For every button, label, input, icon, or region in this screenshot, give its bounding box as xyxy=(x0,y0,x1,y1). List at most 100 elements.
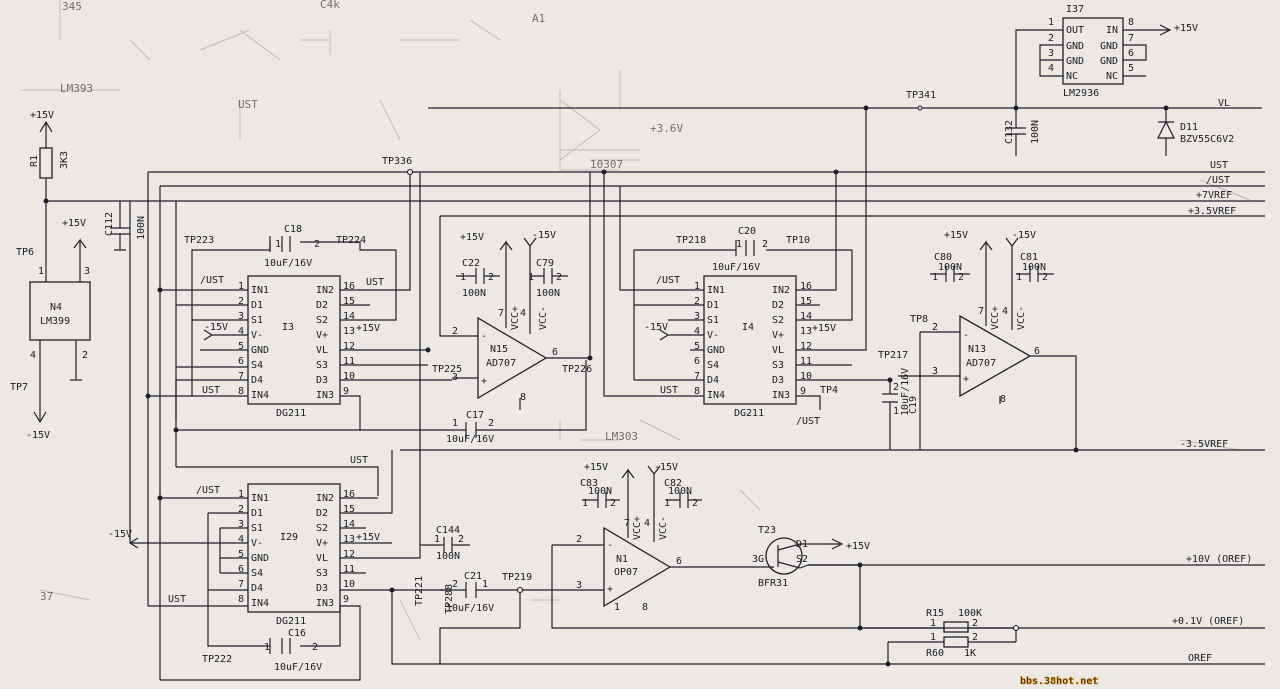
n1-pin: 7 xyxy=(624,518,630,529)
tp222: TP222 xyxy=(202,654,232,665)
i3-num: 7 xyxy=(238,371,244,382)
n15-pin: 6 xyxy=(552,347,558,358)
i4-num: 10 xyxy=(800,371,812,382)
junction xyxy=(157,495,163,501)
i29-body xyxy=(247,483,341,613)
i37-body xyxy=(1062,17,1124,85)
i4-num: 11 xyxy=(800,356,812,367)
i29-pin: IN3 xyxy=(316,598,334,609)
i37-supply-arrow xyxy=(1159,24,1172,36)
n1-neg-label: -15V xyxy=(654,462,678,473)
n13-pin: 8 xyxy=(1000,394,1006,405)
tp223: TP223 xyxy=(184,235,214,246)
c144-pin: 1 xyxy=(434,534,440,545)
net-buses: VL UST /UST +7VREF +3.5VREF -3.5VREF +10… xyxy=(46,98,1265,665)
c19-symbol xyxy=(882,380,898,450)
i4-num: 6 xyxy=(694,356,700,367)
tp218: TP217 xyxy=(878,350,908,361)
c21-value: 10uF/16V xyxy=(446,603,494,614)
i3-vminus-label: -15V xyxy=(204,322,228,333)
i29-in2-label: UST xyxy=(350,455,368,466)
n15-pin: 7 xyxy=(498,308,504,319)
n1-part: OP07 xyxy=(614,567,638,578)
i29-num: 6 xyxy=(238,564,244,575)
tp225: TP218 xyxy=(676,235,706,246)
n13-wiring xyxy=(898,237,1077,450)
ust-lower-bus xyxy=(176,466,379,496)
net-label-out10: +10V (OREF) xyxy=(1186,554,1252,565)
net-label-refm35: -3.5VREF xyxy=(1180,439,1228,450)
i29-pin: D2 xyxy=(316,508,328,519)
c80-c81-symbols xyxy=(930,266,1054,282)
i4-body xyxy=(703,275,797,405)
pencil-note: LM393 xyxy=(60,82,93,95)
c22-pin: 1 xyxy=(460,272,466,283)
c21-group: C21 10uF/16V 2 1 TP219 xyxy=(439,571,600,664)
t23-pin: 3G xyxy=(752,554,764,565)
n13-pin: 2 xyxy=(932,322,938,333)
n13-pin: 6 xyxy=(1034,346,1040,357)
resistor-network: R15 100K 1 2 R60 1K 1 2 xyxy=(857,565,1020,667)
i29-num: 10 xyxy=(343,579,355,590)
i3-pin: S4 xyxy=(251,360,263,371)
c144-value: 100N xyxy=(436,551,460,562)
i3-pin: IN3 xyxy=(316,390,334,401)
c19-pin: 2 xyxy=(893,382,899,393)
c22-ref: C22 xyxy=(462,258,480,269)
c16-symbol xyxy=(269,638,291,654)
pad xyxy=(1012,624,1020,632)
i4-pin: D1 xyxy=(707,300,719,311)
n1-body xyxy=(603,526,672,608)
left-vertical-trunks xyxy=(129,172,192,680)
r15-ref: R15 xyxy=(926,608,944,619)
i37-num: 4 xyxy=(1048,63,1054,74)
i3-in2-label: UST xyxy=(366,277,384,288)
i3-left-pins: IN1 D1 S1 V- GND S4 D4 IN4 1 2 3 4 5 6 7… xyxy=(238,281,269,401)
switch-i29: I29 DG211 IN1 D1 S1 V- GND S4 D4 IN4 1 2… xyxy=(108,172,470,681)
i29-num: 2 xyxy=(238,504,244,515)
c83-pin: 1 xyxy=(582,498,588,509)
i37-supply-label: +15V xyxy=(1174,23,1198,34)
n4-pin: 1 xyxy=(38,266,44,277)
i3-pin: V- xyxy=(251,330,263,341)
i4-pin: D2 xyxy=(772,300,784,311)
r1-supply-arrow xyxy=(39,120,53,148)
i3-pin: V+ xyxy=(316,330,328,341)
i37-pin-in: IN xyxy=(1106,25,1118,36)
t23-body xyxy=(765,537,803,575)
i3-num: 12 xyxy=(343,341,355,352)
n13-noninv: + xyxy=(963,374,969,385)
i3-pin: D2 xyxy=(316,300,328,311)
junction xyxy=(425,347,431,353)
c80-ref: C80 xyxy=(934,252,952,263)
i4-num: 5 xyxy=(694,341,700,352)
n1-noninv: + xyxy=(607,584,613,595)
i37-pin-out: OUT xyxy=(1066,25,1084,36)
c22-pin: 2 xyxy=(488,272,494,283)
c83-value: 100N xyxy=(588,486,612,497)
tp336-pad xyxy=(406,168,414,176)
i4-num: 9 xyxy=(800,386,806,397)
i3-num: 1 xyxy=(238,281,244,292)
i3-pin: D1 xyxy=(251,300,263,311)
n4-pin: 4 xyxy=(30,350,36,361)
i3-right-pins: IN2 D2 S2 V+ VL S3 D3 IN3 16 15 14 13 12… xyxy=(316,281,355,401)
c82-value: 100N xyxy=(668,486,692,497)
r15-value: 100K xyxy=(958,608,982,619)
n15-body xyxy=(477,316,548,400)
c144-symbol xyxy=(420,537,470,553)
r1-ref: R1 xyxy=(29,155,40,167)
i4-vplus-label: +15V xyxy=(812,323,836,334)
i3-pin: IN4 xyxy=(251,390,269,401)
i37-pin-gnd3: GND xyxy=(1066,56,1084,67)
opamp-n13: N13 AD707 - + 2 3 6 7 4 8 VCC+ VCC- +15V… xyxy=(898,230,1079,453)
i29-pin: S2 xyxy=(316,523,328,534)
r15-pin: 2 xyxy=(972,618,978,629)
n4-body xyxy=(29,281,91,341)
n4-wiring xyxy=(39,238,87,380)
c112-value: 100N xyxy=(136,216,147,240)
d11-value: BZV55C6V2 xyxy=(1180,134,1234,145)
i29-pin: S4 xyxy=(251,568,263,579)
t23-supply-label: +15V xyxy=(846,541,870,552)
i3-num: 16 xyxy=(343,281,355,292)
